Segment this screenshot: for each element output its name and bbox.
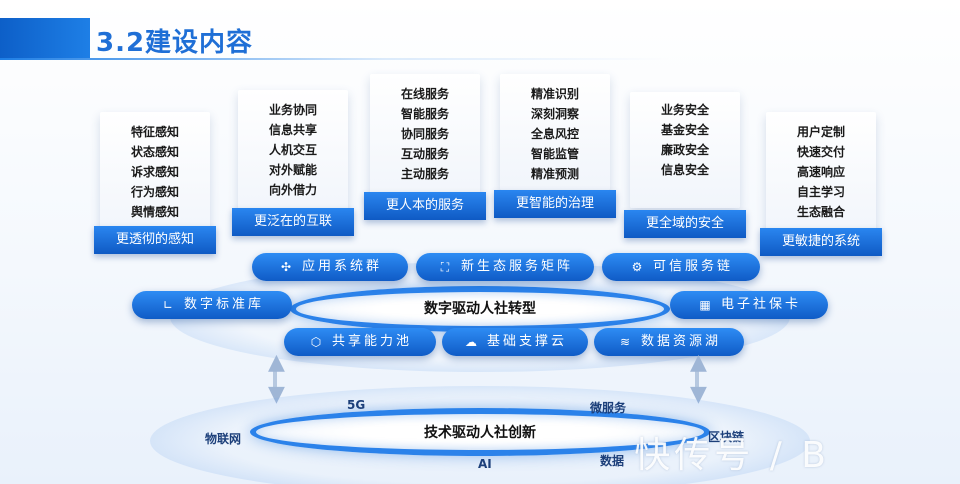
card-item: 主动服务: [400, 167, 449, 181]
page-title: 3.2建设内容: [96, 28, 254, 58]
card-item: 精准预测: [530, 167, 579, 181]
pill-label: 基础支撑云: [486, 334, 567, 349]
card-items: 业务协同 信息共享 人机交互 对外赋能 向外借力: [238, 90, 348, 208]
card-item: 精准识别: [530, 87, 579, 101]
card-item: 智能服务: [400, 107, 449, 121]
card-items: 用户定制 快速交付 高速响应 自主学习 生态融合: [766, 112, 876, 230]
card-perception: 特征感知 状态感知 诉求感知 行为感知 舆情感知 更透彻的感知: [94, 112, 216, 254]
pill-label: 可信服务链: [652, 259, 733, 274]
card-item: 全息风控: [530, 127, 579, 141]
pill-trusted-chain: ⚙ 可信服务链: [602, 253, 760, 281]
card-item: 快速交付: [796, 145, 845, 159]
up-down-arrow-icon: ▲▼: [690, 350, 707, 407]
lower-ring: [250, 408, 710, 456]
card-item: 廉政安全: [660, 143, 709, 157]
card-item: 业务协同: [268, 103, 317, 117]
card-agile-system: 用户定制 快速交付 高速响应 自主学习 生态融合 更敏捷的系统: [760, 112, 882, 256]
upper-ring: [290, 286, 670, 332]
card-item: 在线服务: [400, 87, 449, 101]
card-item: 对外赋能: [268, 163, 317, 177]
up-down-arrow-icon: ▲▼: [268, 350, 285, 407]
card-item: 基金安全: [660, 123, 709, 137]
tech-label-blockchain: 区块链: [708, 430, 745, 444]
network-icon: ✣: [280, 260, 292, 274]
card-item: 信息共享: [268, 123, 317, 137]
card-item: 生态融合: [796, 205, 845, 219]
card-item: 用户定制: [796, 125, 845, 139]
lower-ring-title: 技术驱动人社创新: [424, 425, 536, 441]
pill-standard-library: ∟ 数字标准库: [132, 291, 292, 319]
card-icon: ▦: [699, 298, 711, 312]
card-item: 协同服务: [400, 127, 449, 141]
frame-icon: ⛶: [440, 260, 450, 274]
card-item: 舆情感知: [130, 205, 179, 219]
card-security: 业务安全 基金安全 廉政安全 信息安全 更全域的安全: [624, 92, 746, 238]
card-items: 在线服务 智能服务 协同服务 互动服务 主动服务: [370, 74, 480, 192]
card-label: 更人本的服务: [364, 192, 486, 220]
upper-ring-title: 数字驱动人社转型: [424, 301, 536, 317]
card-item: 自主学习: [796, 185, 845, 199]
cube-icon: ⬡: [310, 335, 322, 349]
pill-social-security-card: ▦ 电子社保卡: [670, 291, 828, 319]
corner-icon: ∟: [162, 298, 174, 312]
pill-infrastructure-cloud: ☁ 基础支撑云: [442, 328, 588, 356]
card-item: 深刻洞察: [530, 107, 579, 121]
pill-label: 应用系统群: [301, 259, 382, 274]
card-item: 业务安全: [660, 103, 709, 117]
card-items: 业务安全 基金安全 廉政安全 信息安全: [630, 92, 740, 188]
card-label: 更透彻的感知: [94, 226, 216, 254]
card-service: 在线服务 智能服务 协同服务 互动服务 主动服务 更人本的服务: [364, 74, 486, 220]
watermark: 快传号 / B: [634, 435, 830, 476]
pill-label: 共享能力池: [331, 334, 412, 349]
card-item: 高速响应: [796, 165, 845, 179]
tech-label-microservice: 微服务: [590, 401, 627, 415]
cloud-icon: ☁: [464, 335, 477, 349]
layers-icon: ≋: [619, 335, 631, 349]
pill-data-lake: ≋ 数据资源湖: [594, 328, 744, 356]
card-interconnect: 业务协同 信息共享 人机交互 对外赋能 向外借力 更泛在的互联: [232, 90, 354, 236]
tech-label-iot: 物联网: [205, 432, 242, 446]
card-governance: 精准识别 深刻洞察 全息风控 智能监管 精准预测 更智能的治理: [494, 74, 616, 218]
card-item: 诉求感知: [130, 165, 179, 179]
card-item: 特征感知: [130, 125, 179, 139]
tech-label-5g: 5G: [347, 398, 366, 412]
tech-label-data: 数据: [600, 454, 625, 468]
pill-label: 新生态服务矩阵: [460, 259, 573, 274]
card-item: 信息安全: [660, 163, 709, 177]
card-items: 精准识别 深刻洞察 全息风控 智能监管 精准预测: [500, 74, 610, 192]
gear-icon: ⚙: [631, 260, 643, 274]
card-label: 更智能的治理: [494, 190, 616, 218]
pill-label: 电子社保卡: [720, 297, 801, 312]
pill-label: 数据资源湖: [640, 334, 721, 349]
title-accent-line: [0, 58, 960, 60]
card-item: 行为感知: [130, 185, 179, 199]
card-item: 向外借力: [268, 183, 317, 197]
card-item: 智能监管: [530, 147, 579, 161]
pill-ecosystem-matrix: ⛶ 新生态服务矩阵: [416, 253, 594, 281]
card-item: 状态感知: [130, 145, 179, 159]
card-label: 更泛在的互联: [232, 208, 354, 236]
pill-label: 数字标准库: [183, 297, 264, 312]
card-label: 更敏捷的系统: [760, 228, 882, 256]
pill-shared-capability-pool: ⬡ 共享能力池: [284, 328, 436, 356]
pill-app-systems: ✣ 应用系统群: [252, 253, 408, 281]
tech-label-ai: AI: [478, 457, 492, 471]
card-item: 互动服务: [400, 147, 449, 161]
card-item: 人机交互: [268, 143, 317, 157]
card-label: 更全域的安全: [624, 210, 746, 238]
title-bar: [0, 18, 90, 58]
card-items: 特征感知 状态感知 诉求感知 行为感知 舆情感知: [100, 112, 210, 230]
